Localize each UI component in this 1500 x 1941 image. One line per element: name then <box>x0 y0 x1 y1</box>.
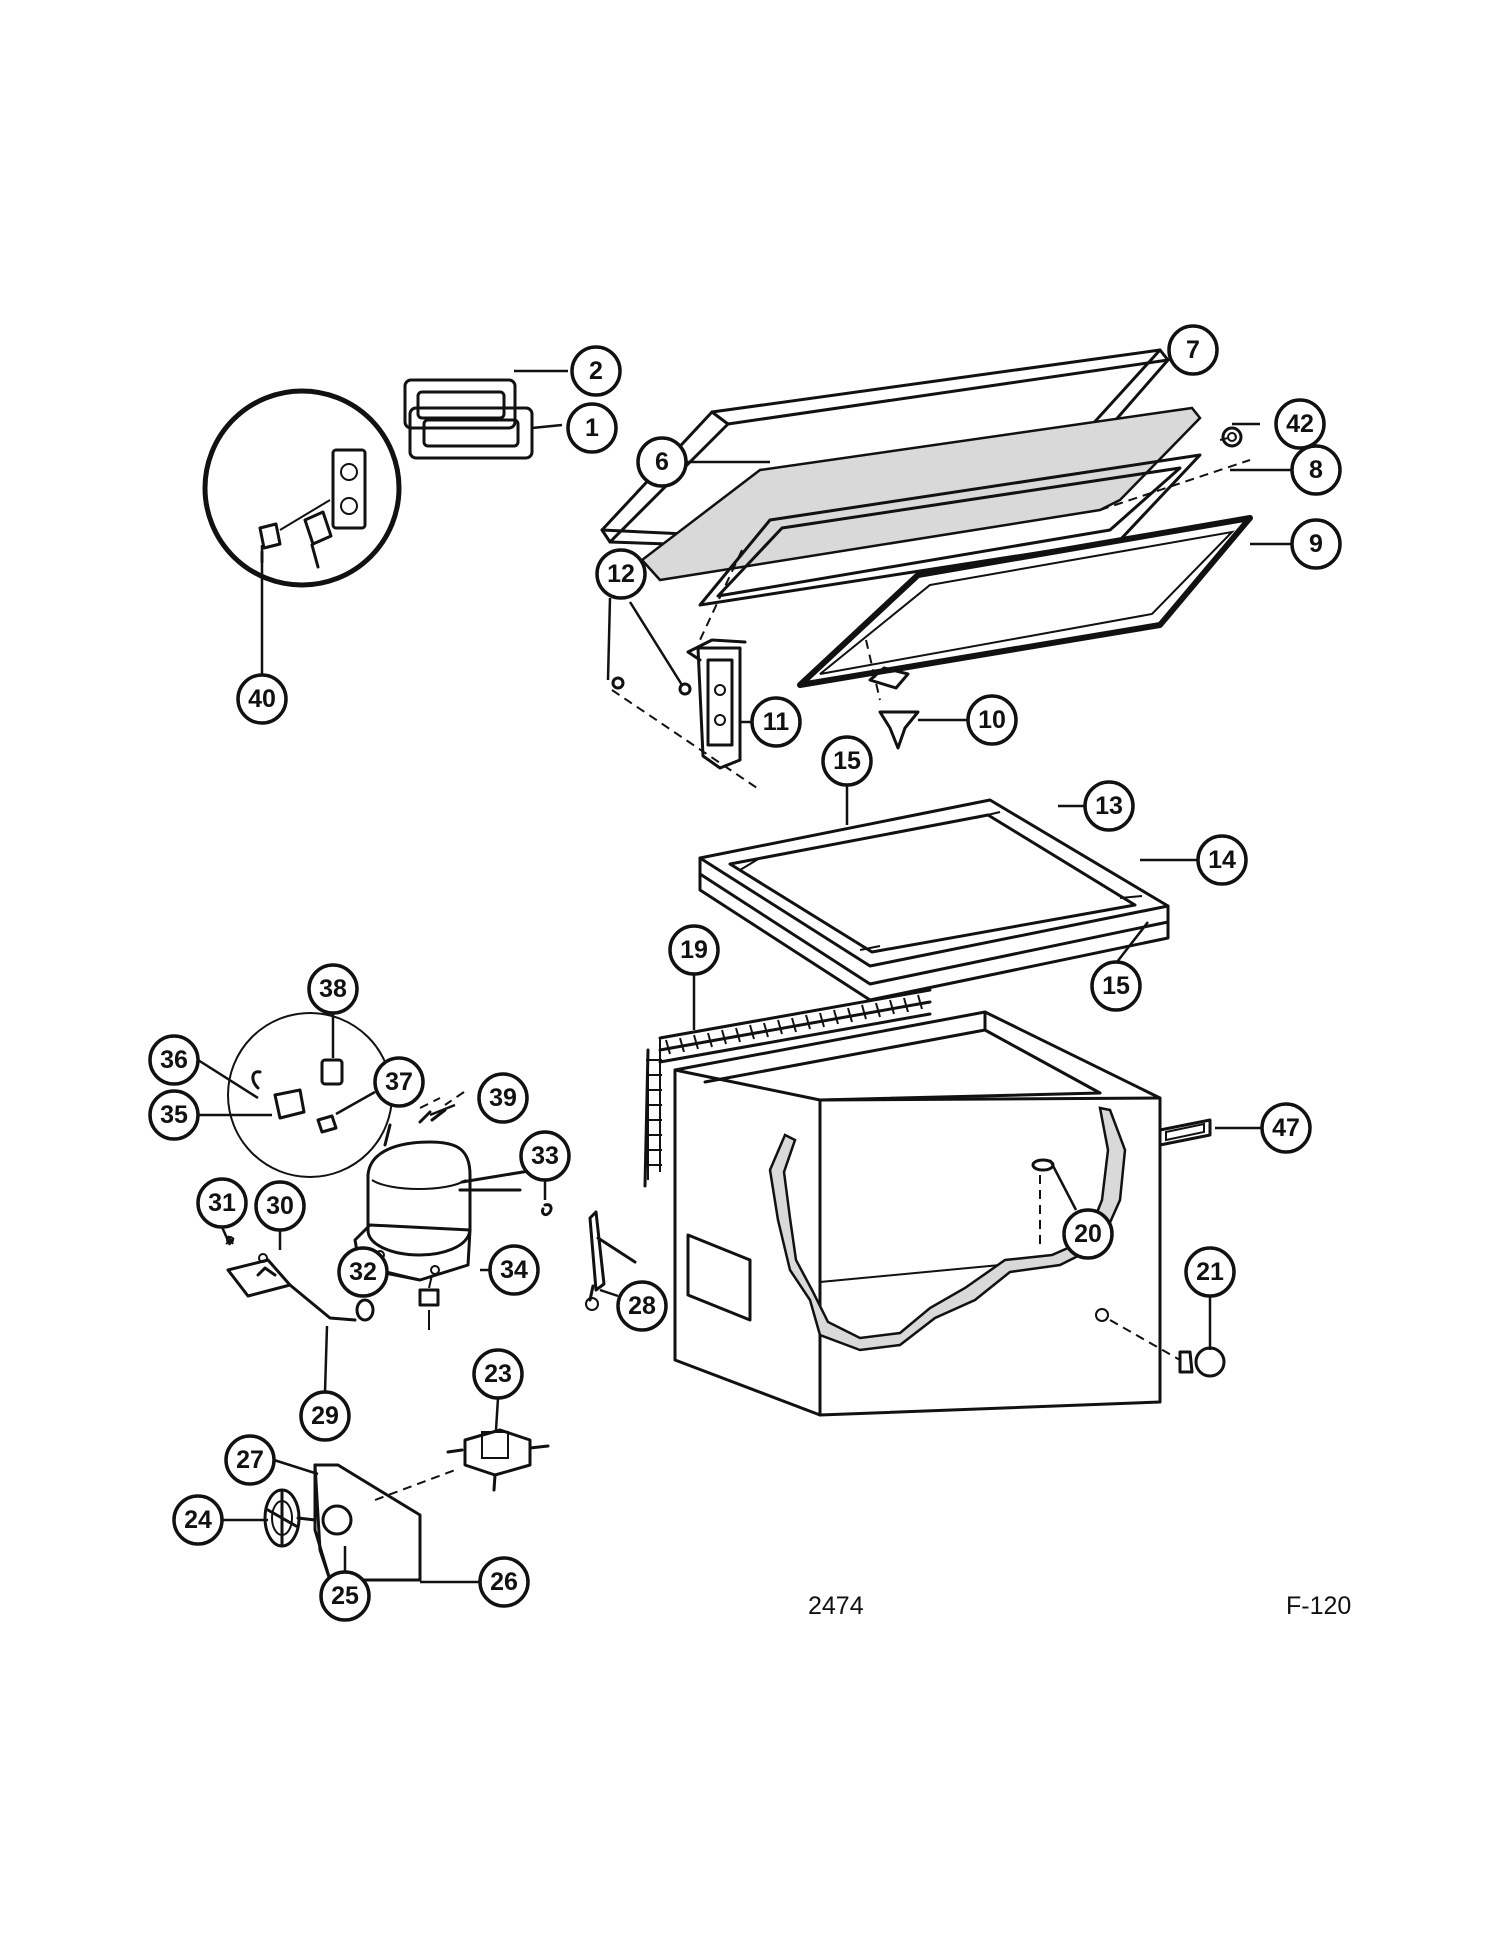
callout-24: 24 <box>172 1494 224 1546</box>
svg-text:20: 20 <box>1074 1220 1102 1248</box>
callout-leaders <box>197 352 1292 1584</box>
svg-text:9: 9 <box>1309 530 1323 558</box>
outlet-detail-inset <box>202 388 402 588</box>
callout-1: 1 <box>566 402 618 454</box>
drawing-number: 2474 <box>808 1592 864 1620</box>
svg-text:6: 6 <box>655 448 669 476</box>
svg-text:47: 47 <box>1272 1114 1300 1142</box>
svg-text:21: 21 <box>1196 1258 1224 1286</box>
svg-text:38: 38 <box>319 975 347 1003</box>
callout-14: 14 <box>1196 834 1248 886</box>
callout-40: 40 <box>236 673 288 725</box>
svg-text:32: 32 <box>349 1258 377 1286</box>
callout-36: 36 <box>148 1034 200 1086</box>
svg-text:31: 31 <box>208 1189 236 1217</box>
handle-trim-part <box>403 378 534 460</box>
callout-30: 30 <box>254 1180 306 1232</box>
svg-text:39: 39 <box>489 1084 517 1112</box>
callout-15-bottom: 15 <box>1090 960 1142 1012</box>
callout-38: 38 <box>307 963 359 1015</box>
callout-21: 21 <box>1184 1246 1236 1298</box>
svg-text:25: 25 <box>331 1582 359 1610</box>
svg-text:2: 2 <box>589 357 603 385</box>
svg-text:8: 8 <box>1309 456 1323 484</box>
relay-overload-part <box>251 1058 344 1134</box>
svg-text:15: 15 <box>1102 972 1130 1000</box>
svg-text:7: 7 <box>1186 336 1200 364</box>
callout-27: 27 <box>224 1434 276 1486</box>
compressor-grommet-part <box>418 1288 440 1330</box>
svg-text:28: 28 <box>628 1292 656 1320</box>
condenser-coil-part <box>643 988 932 1188</box>
lid-gasket-part <box>797 515 1253 690</box>
temperature-knob-part <box>263 1488 317 1548</box>
callout-35: 35 <box>148 1089 200 1141</box>
svg-text:27: 27 <box>236 1446 264 1474</box>
callout-15-top: 15 <box>821 735 873 787</box>
callout-2: 2 <box>570 345 622 397</box>
svg-text:42: 42 <box>1286 410 1314 438</box>
callout-23: 23 <box>472 1348 524 1400</box>
plug-part <box>1221 426 1243 448</box>
callout-29: 29 <box>299 1390 351 1442</box>
drier-part <box>585 1210 637 1311</box>
serial-label-part <box>1158 1118 1212 1147</box>
cabinet-body-part <box>673 1010 1162 1417</box>
callout-28: 28 <box>616 1280 668 1332</box>
lid-stop-part <box>878 710 920 750</box>
svg-text:35: 35 <box>160 1101 188 1129</box>
svg-text:34: 34 <box>500 1256 528 1284</box>
callout-12: 12 <box>595 548 647 600</box>
figure-code: F-120 <box>1286 1592 1352 1620</box>
svg-text:40: 40 <box>248 685 276 713</box>
callout-34: 34 <box>488 1244 540 1296</box>
drain-cap-part <box>1178 1346 1226 1378</box>
callout-19: 19 <box>668 924 720 976</box>
cold-control-part <box>225 1235 375 1322</box>
svg-text:29: 29 <box>311 1402 339 1430</box>
svg-text:37: 37 <box>385 1068 413 1096</box>
callout-25: 25 <box>319 1570 371 1622</box>
svg-text:33: 33 <box>531 1142 559 1170</box>
callout-32: 32 <box>337 1246 389 1298</box>
svg-text:12: 12 <box>607 560 635 588</box>
svg-text:15: 15 <box>833 747 861 775</box>
callout-11: 11 <box>750 696 802 748</box>
svg-text:26: 26 <box>490 1568 518 1596</box>
callout-37: 37 <box>373 1056 425 1108</box>
callout-42: 42 <box>1274 398 1326 450</box>
svg-text:13: 13 <box>1095 792 1123 820</box>
svg-text:19: 19 <box>680 936 708 964</box>
lid-insulation-part <box>640 406 1202 582</box>
breaker-strip-frame-part <box>698 798 1170 1002</box>
callout-39: 39 <box>477 1072 529 1124</box>
svg-text:36: 36 <box>160 1046 188 1074</box>
svg-text:30: 30 <box>266 1192 294 1220</box>
callout-31: 31 <box>196 1177 248 1229</box>
callout-20: 20 <box>1062 1208 1114 1260</box>
thermostat-switch-part <box>446 1428 550 1492</box>
svg-text:1: 1 <box>585 414 599 442</box>
callout-9: 9 <box>1290 518 1342 570</box>
control-panel-part <box>313 1463 422 1582</box>
svg-text:14: 14 <box>1208 846 1236 874</box>
callout-6: 6 <box>636 436 688 488</box>
callout-13: 13 <box>1083 780 1135 832</box>
callout-33: 33 <box>519 1130 571 1182</box>
svg-text:23: 23 <box>484 1360 512 1388</box>
callout-10: 10 <box>966 694 1018 746</box>
callout-47: 47 <box>1260 1102 1312 1154</box>
hinge-assembly-part <box>611 638 747 770</box>
callout-7: 7 <box>1167 324 1219 376</box>
callout-26: 26 <box>478 1556 530 1608</box>
svg-text:24: 24 <box>184 1506 212 1534</box>
svg-text:11: 11 <box>763 708 790 736</box>
svg-text:10: 10 <box>978 706 1006 734</box>
callout-8: 8 <box>1290 444 1342 496</box>
